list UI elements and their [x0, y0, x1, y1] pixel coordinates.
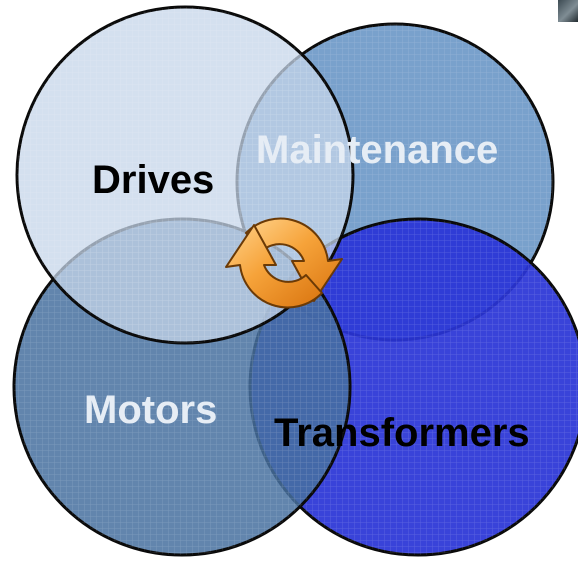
label-transformers: Transformers	[274, 411, 530, 455]
label-drives: Drives	[92, 158, 214, 202]
label-motors: Motors	[84, 388, 217, 432]
corner-image-fragment	[558, 0, 578, 22]
circular-refresh-arrows-icon	[225, 217, 343, 309]
circle-transformers	[248, 217, 578, 557]
label-maintenance: Maintenance	[256, 128, 498, 172]
